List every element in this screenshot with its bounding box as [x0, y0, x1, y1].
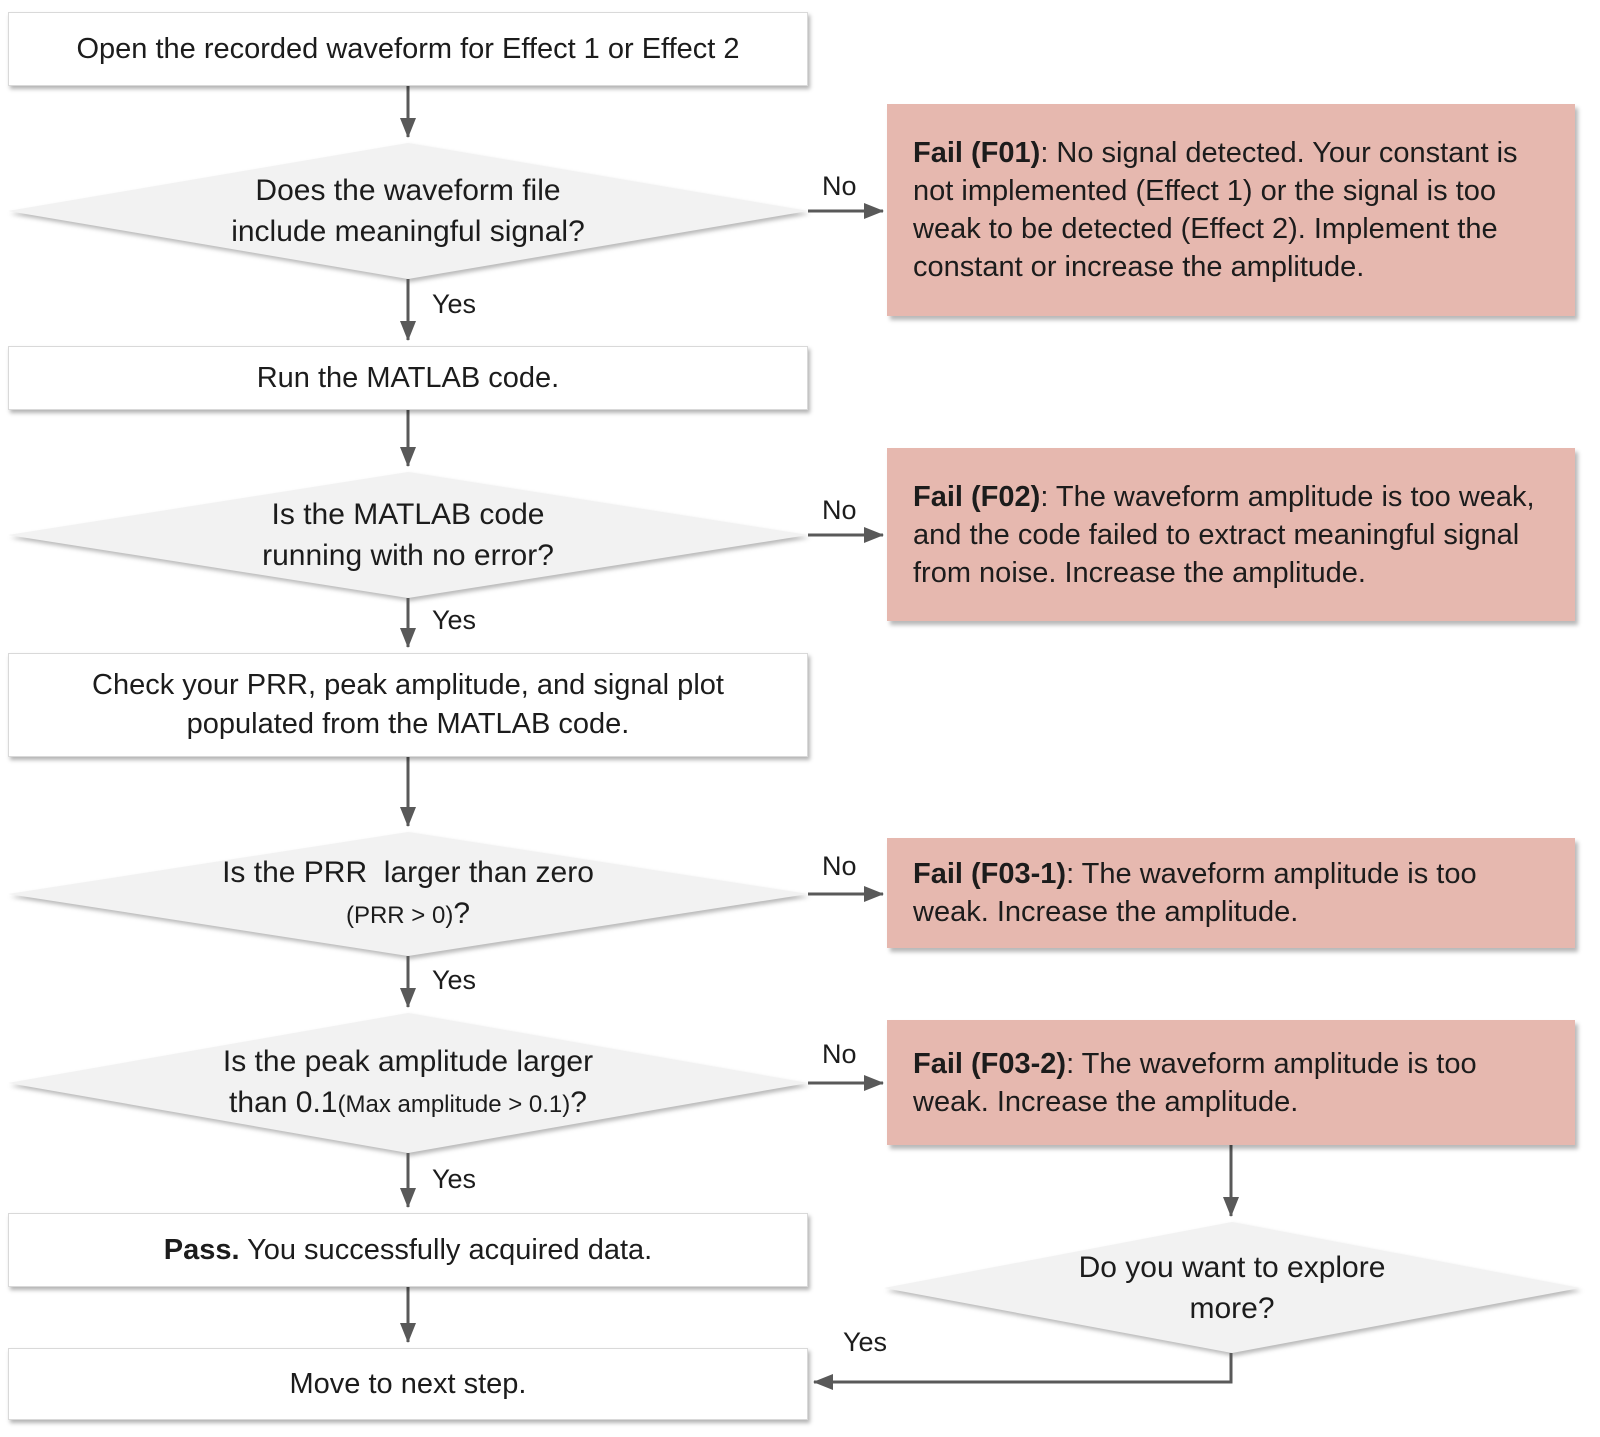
decision-peak-condition: (Max amplitude > 0.1)	[337, 1091, 571, 1118]
decision-explore-more-shape	[884, 1222, 1580, 1353]
fail-f02-message: : The waveform amplitude is too weak, an…	[913, 480, 1535, 589]
pass-label-rest: You successfully acquired data.	[239, 1233, 653, 1266]
pass-label-bold: Pass.	[163, 1233, 240, 1266]
decision-peak-amplitude-line2: than 0.1(Max amplitude > 0.1)?	[223, 1082, 593, 1125]
decision-peak-threshold: than 0.1	[229, 1086, 338, 1119]
fail-f01-message: : No signal detected. Your constant is n…	[913, 137, 1518, 283]
fail-f02-text: Fail (F02): The waveform amplitude is to…	[913, 478, 1549, 592]
decision-no-error-line1: Is the MATLAB code	[271, 498, 545, 531]
check-outputs-label: Check your PRR, peak amplitude, and sign…	[92, 666, 724, 744]
start-box-label: Open the recorded waveform for Effect 1 …	[76, 32, 740, 65]
fail-f01-code: Fail (F01)	[913, 137, 1041, 169]
decision-no-error-line2: running with no error?	[262, 539, 554, 572]
fail-f03-2-box: Fail (F03-2): The waveform amplitude is …	[887, 1020, 1575, 1145]
arrow-explore-yes-to-move	[813, 1353, 1233, 1390]
decision-peak-amplitude-shape	[8, 1013, 808, 1153]
pass-label: Pass. You successfully acquired data.	[164, 1231, 653, 1270]
fail-f03-2-text: Fail (F03-2): The waveform amplitude is …	[913, 1045, 1549, 1121]
decision-prr-positive-line2: (PRR > 0)?	[222, 893, 594, 936]
decision-meaningful-signal-line2: include meaningful signal?	[231, 215, 585, 248]
decision-meaningful-signal-line1: Does the waveform file	[255, 174, 561, 207]
decision-prr-positive-label: Is the PRR larger than zero (PRR > 0)?	[222, 852, 594, 936]
decision-prr-positive-shape	[8, 832, 808, 956]
fail-f02-box: Fail (F02): The waveform amplitude is to…	[887, 448, 1575, 621]
run-matlab-box: Run the MATLAB code.	[8, 346, 808, 410]
decision-prr-question-mark: ?	[453, 897, 471, 930]
decision-explore-more-line1: Do you want to explore	[1078, 1251, 1386, 1284]
fail-f03-1-message: : The waveform amplitude is too weak. In…	[913, 858, 1477, 928]
fail-f03-2-message: : The waveform amplitude is too weak. In…	[913, 1047, 1477, 1118]
edge-label-no-2: No	[822, 495, 857, 525]
decision-peak-question-mark: ?	[570, 1086, 587, 1119]
edge-label-yes-4: Yes	[432, 1164, 477, 1194]
check-outputs-line2: populated from the MATLAB code.	[186, 708, 630, 740]
decision-prr-condition: (PRR > 0)	[345, 902, 454, 929]
fail-f03-1-code: Fail (F03-1)	[913, 858, 1067, 890]
fail-f01-text: Fail (F01): No signal detected. Your con…	[913, 134, 1549, 286]
decision-meaningful-signal-shape	[8, 143, 808, 279]
edge-label-no-1: No	[822, 171, 857, 201]
edge-label-yes-2: Yes	[432, 605, 477, 635]
pass-box: Pass. You successfully acquired data.	[8, 1213, 808, 1287]
decision-no-error-shape	[8, 472, 808, 598]
check-outputs-box: Check your PRR, peak amplitude, and sign…	[8, 653, 808, 757]
fail-f03-2-code: Fail (F03-2)	[913, 1047, 1067, 1080]
decision-no-error-label: Is the MATLAB code running with no error…	[262, 494, 554, 576]
fail-f03-1-text: Fail (F03-1): The waveform amplitude is …	[913, 855, 1549, 931]
edge-label-no-4: No	[822, 1039, 857, 1069]
move-next-label: Move to next step.	[289, 1367, 527, 1400]
edge-label-yes-1: Yes	[432, 289, 477, 319]
fail-f02-code: Fail (F02)	[913, 480, 1041, 513]
edge-label-yes-3: Yes	[432, 965, 477, 995]
edge-label-yes-explore: Yes	[843, 1327, 888, 1357]
decision-peak-amplitude-label: Is the peak amplitude larger than 0.1(Ma…	[223, 1041, 593, 1125]
fail-f01-box: Fail (F01): No signal detected. Your con…	[887, 104, 1575, 316]
decision-explore-more-label: Do you want to explore more?	[1079, 1247, 1386, 1329]
edge-label-no-3: No	[822, 851, 857, 881]
move-next-box: Move to next step.	[8, 1348, 808, 1420]
decision-prr-positive-line1: Is the PRR larger than zero	[222, 856, 594, 889]
decision-explore-more-line2: more?	[1189, 1292, 1275, 1325]
run-matlab-label: Run the MATLAB code.	[256, 361, 560, 394]
decision-peak-amplitude-line1: Is the peak amplitude larger	[222, 1045, 594, 1078]
fail-f03-1-box: Fail (F03-1): The waveform amplitude is …	[887, 838, 1575, 948]
check-outputs-line1: Check your PRR, peak amplitude, and sign…	[92, 669, 724, 701]
start-box: Open the recorded waveform for Effect 1 …	[8, 12, 808, 86]
decision-meaningful-signal-label: Does the waveform file include meaningfu…	[231, 170, 585, 252]
